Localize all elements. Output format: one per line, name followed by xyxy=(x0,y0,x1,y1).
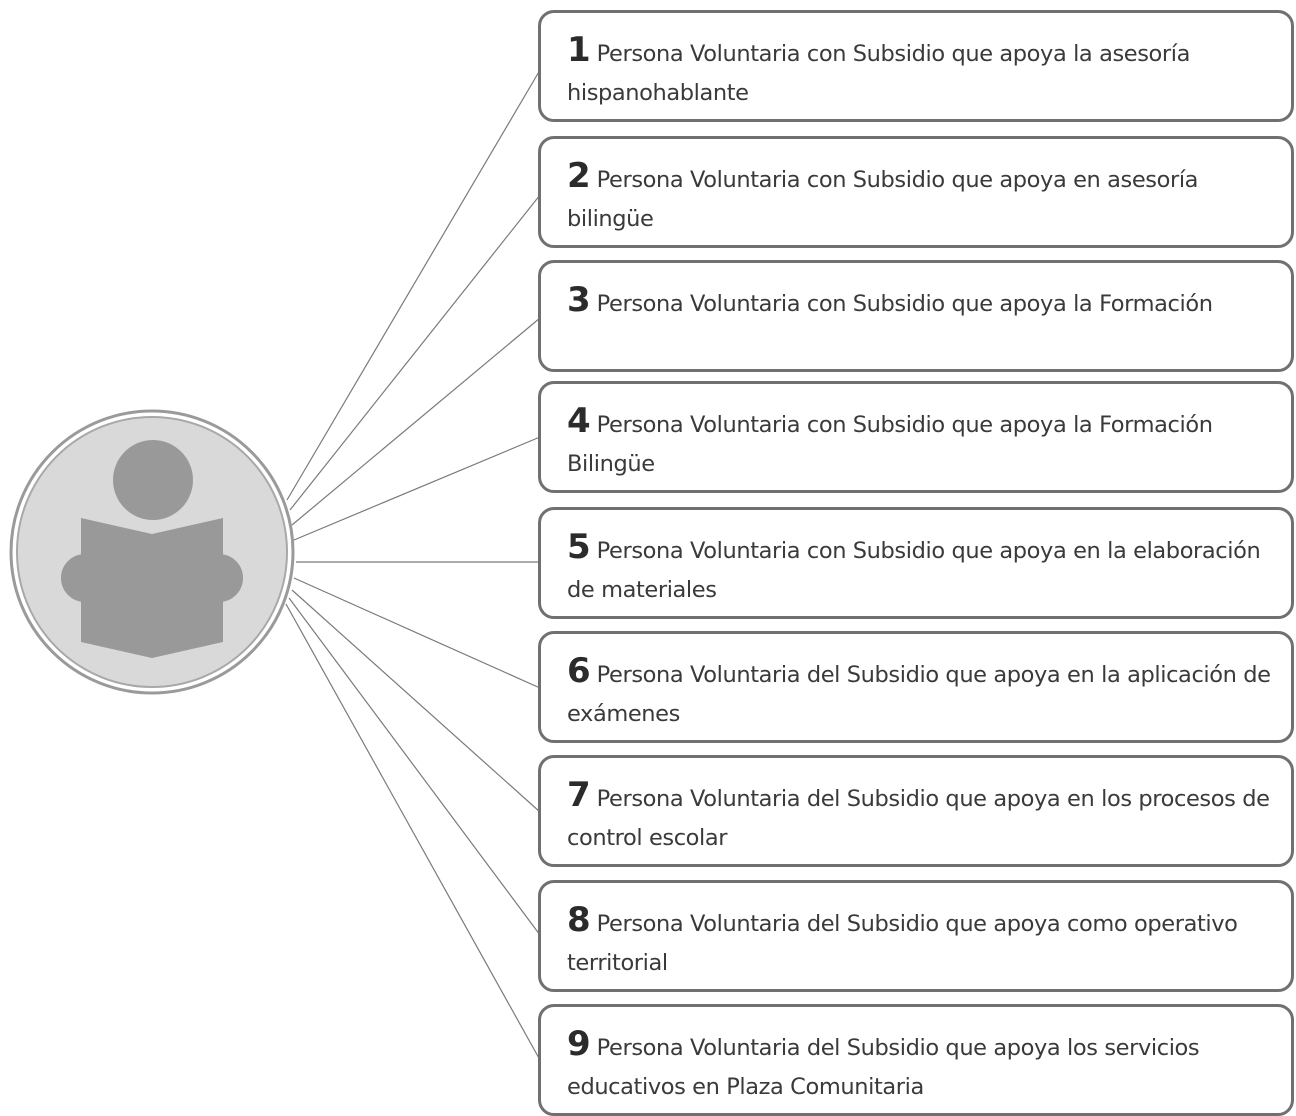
connector-line-1 xyxy=(286,69,541,501)
hub-circle xyxy=(8,408,296,696)
item-label: Persona Voluntaria del Subsidio que apoy… xyxy=(567,786,1270,851)
item-number: 6 xyxy=(567,651,591,691)
item-number: 3 xyxy=(567,280,591,320)
person-reading-icon xyxy=(9,409,295,695)
item-number: 2 xyxy=(567,156,591,196)
connector-line-2 xyxy=(289,194,541,511)
item-number: 8 xyxy=(567,900,591,940)
item-number: 1 xyxy=(567,30,591,70)
item-label: Persona Voluntaria con Subsidio que apoy… xyxy=(567,538,1261,603)
item-label: Persona Voluntaria con Subsidio que apoy… xyxy=(567,412,1213,477)
item-label: Persona Voluntaria del Subsidio que apoy… xyxy=(567,662,1271,727)
connector-line-6 xyxy=(293,577,541,689)
item-number: 9 xyxy=(567,1024,591,1064)
item-number: 7 xyxy=(567,775,591,815)
item-number: 4 xyxy=(567,401,591,441)
connector-line-7 xyxy=(291,589,541,813)
item-label: Persona Voluntaria del Subsidio que apoy… xyxy=(567,1035,1200,1100)
item-label: Persona Voluntaria con Subsidio que apoy… xyxy=(596,291,1213,317)
item-number: 5 xyxy=(567,527,591,567)
connector-line-4 xyxy=(293,436,541,541)
connector-line-8 xyxy=(288,597,541,936)
item-label: Persona Voluntaria con Subsidio que apoy… xyxy=(567,41,1191,106)
connector-line-3 xyxy=(291,317,541,526)
item-label: Persona Voluntaria del Subsidio que apoy… xyxy=(567,911,1238,976)
connector-line-9 xyxy=(285,603,541,1061)
item-label: Persona Voluntaria con Subsidio que apoy… xyxy=(567,167,1199,232)
